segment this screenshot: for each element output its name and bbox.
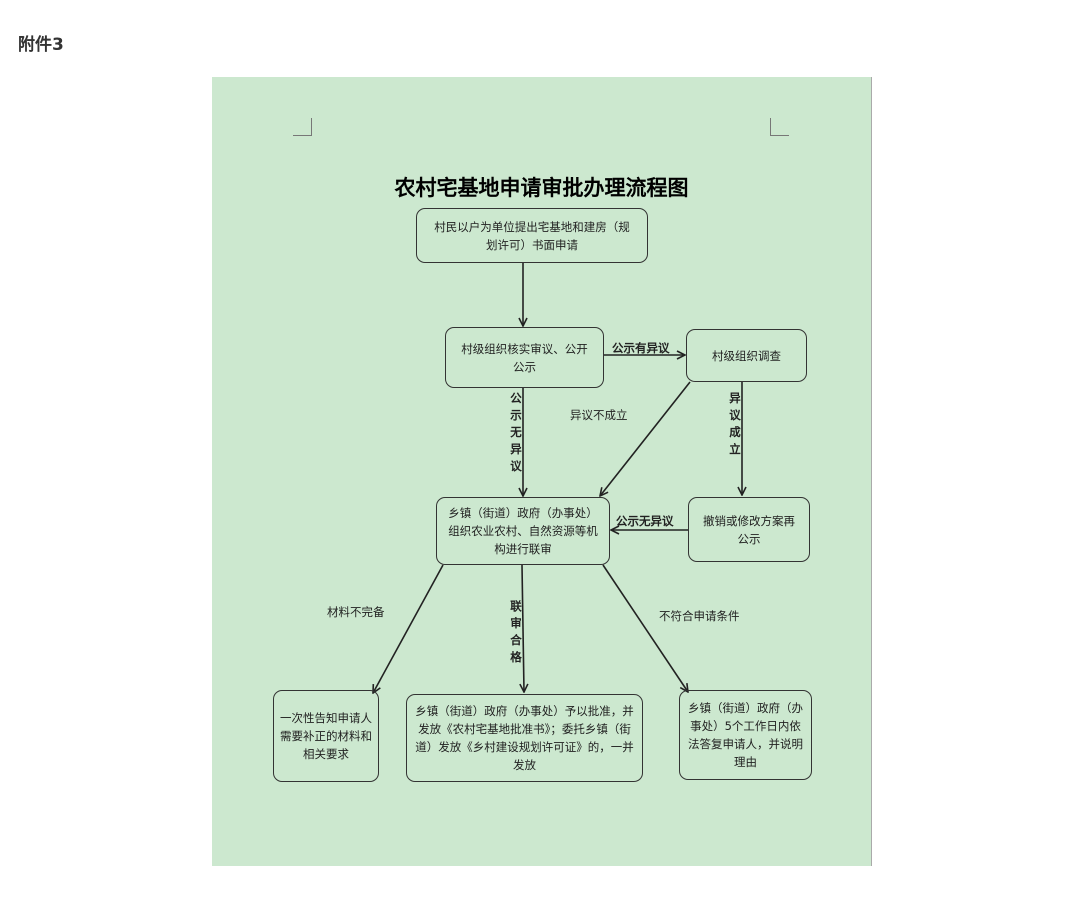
box-reply: 乡镇（街道）政府（办事处）5个工作日内依法答复申请人，并说明理由 [679, 690, 812, 780]
box-village-investigate-text: 村级组织调查 [712, 348, 781, 363]
box-apply: 村民以户为单位提出宅基地和建房（规划许可）书面申请 [416, 208, 648, 263]
box-revise-text: 撤销或修改方案再公示 [703, 513, 795, 546]
edge-label-no-objection-down: 公示无异议 [510, 391, 522, 473]
box-village-investigate: 村级组织调查 [686, 329, 807, 382]
edge-label-objection-valid: 异议成立 [729, 391, 741, 456]
box-notify: 一次性告知申请人需要补正的材料和相关要求 [273, 690, 379, 782]
box-notify-text: 一次性告知申请人需要补正的材料和相关要求 [280, 711, 372, 761]
box-apply-text: 村民以户为单位提出宅基地和建房（规划许可）书面申请 [434, 219, 630, 252]
edge-label-ineligible: 不符合申请条件 [659, 609, 740, 623]
arrow-investigate-to-joint [600, 381, 691, 496]
edge-label-incomplete: 材料不完备 [327, 605, 385, 619]
margin-corner-mark-right [770, 118, 789, 136]
attachment-label: 附件3 [18, 35, 64, 55]
box-joint-review: 乡镇（街道）政府（办事处）组织农业农村、自然资源等机构进行联审 [436, 497, 610, 565]
arrow-joint-to-notify [373, 564, 444, 693]
arrow-joint-to-approve [522, 564, 524, 692]
arrow-joint-to-reply [602, 564, 688, 692]
edge-label-no-objection-back: 公示无异议 [616, 514, 674, 528]
edge-label-passed: 联审合格 [510, 599, 522, 664]
box-revise: 撤销或修改方案再公示 [688, 497, 810, 562]
box-approve: 乡镇（街道）政府（办事处）予以批准，并发放《农村宅基地批准书》；委托乡镇（街道）… [406, 694, 643, 782]
edge-label-objection-invalid: 异议不成立 [570, 408, 628, 422]
flowchart-title: 农村宅基地申请审批办理流程图 [394, 176, 689, 200]
box-village-review: 村级组织核实审议、公开公示 [445, 327, 604, 388]
box-village-review-text: 村级组织核实审议、公开公示 [461, 341, 588, 374]
box-reply-text: 乡镇（街道）政府（办事处）5个工作日内依法答复申请人，并说明理由 [688, 701, 803, 769]
box-joint-review-text: 乡镇（街道）政府（办事处）组织农业农村、自然资源等机构进行联审 [448, 506, 598, 556]
edge-label-objection: 公示有异议 [612, 341, 670, 355]
margin-corner-mark-left [293, 118, 312, 136]
box-approve-text: 乡镇（街道）政府（办事处）予以批准，并发放《农村宅基地批准书》；委托乡镇（街道）… [415, 704, 634, 772]
